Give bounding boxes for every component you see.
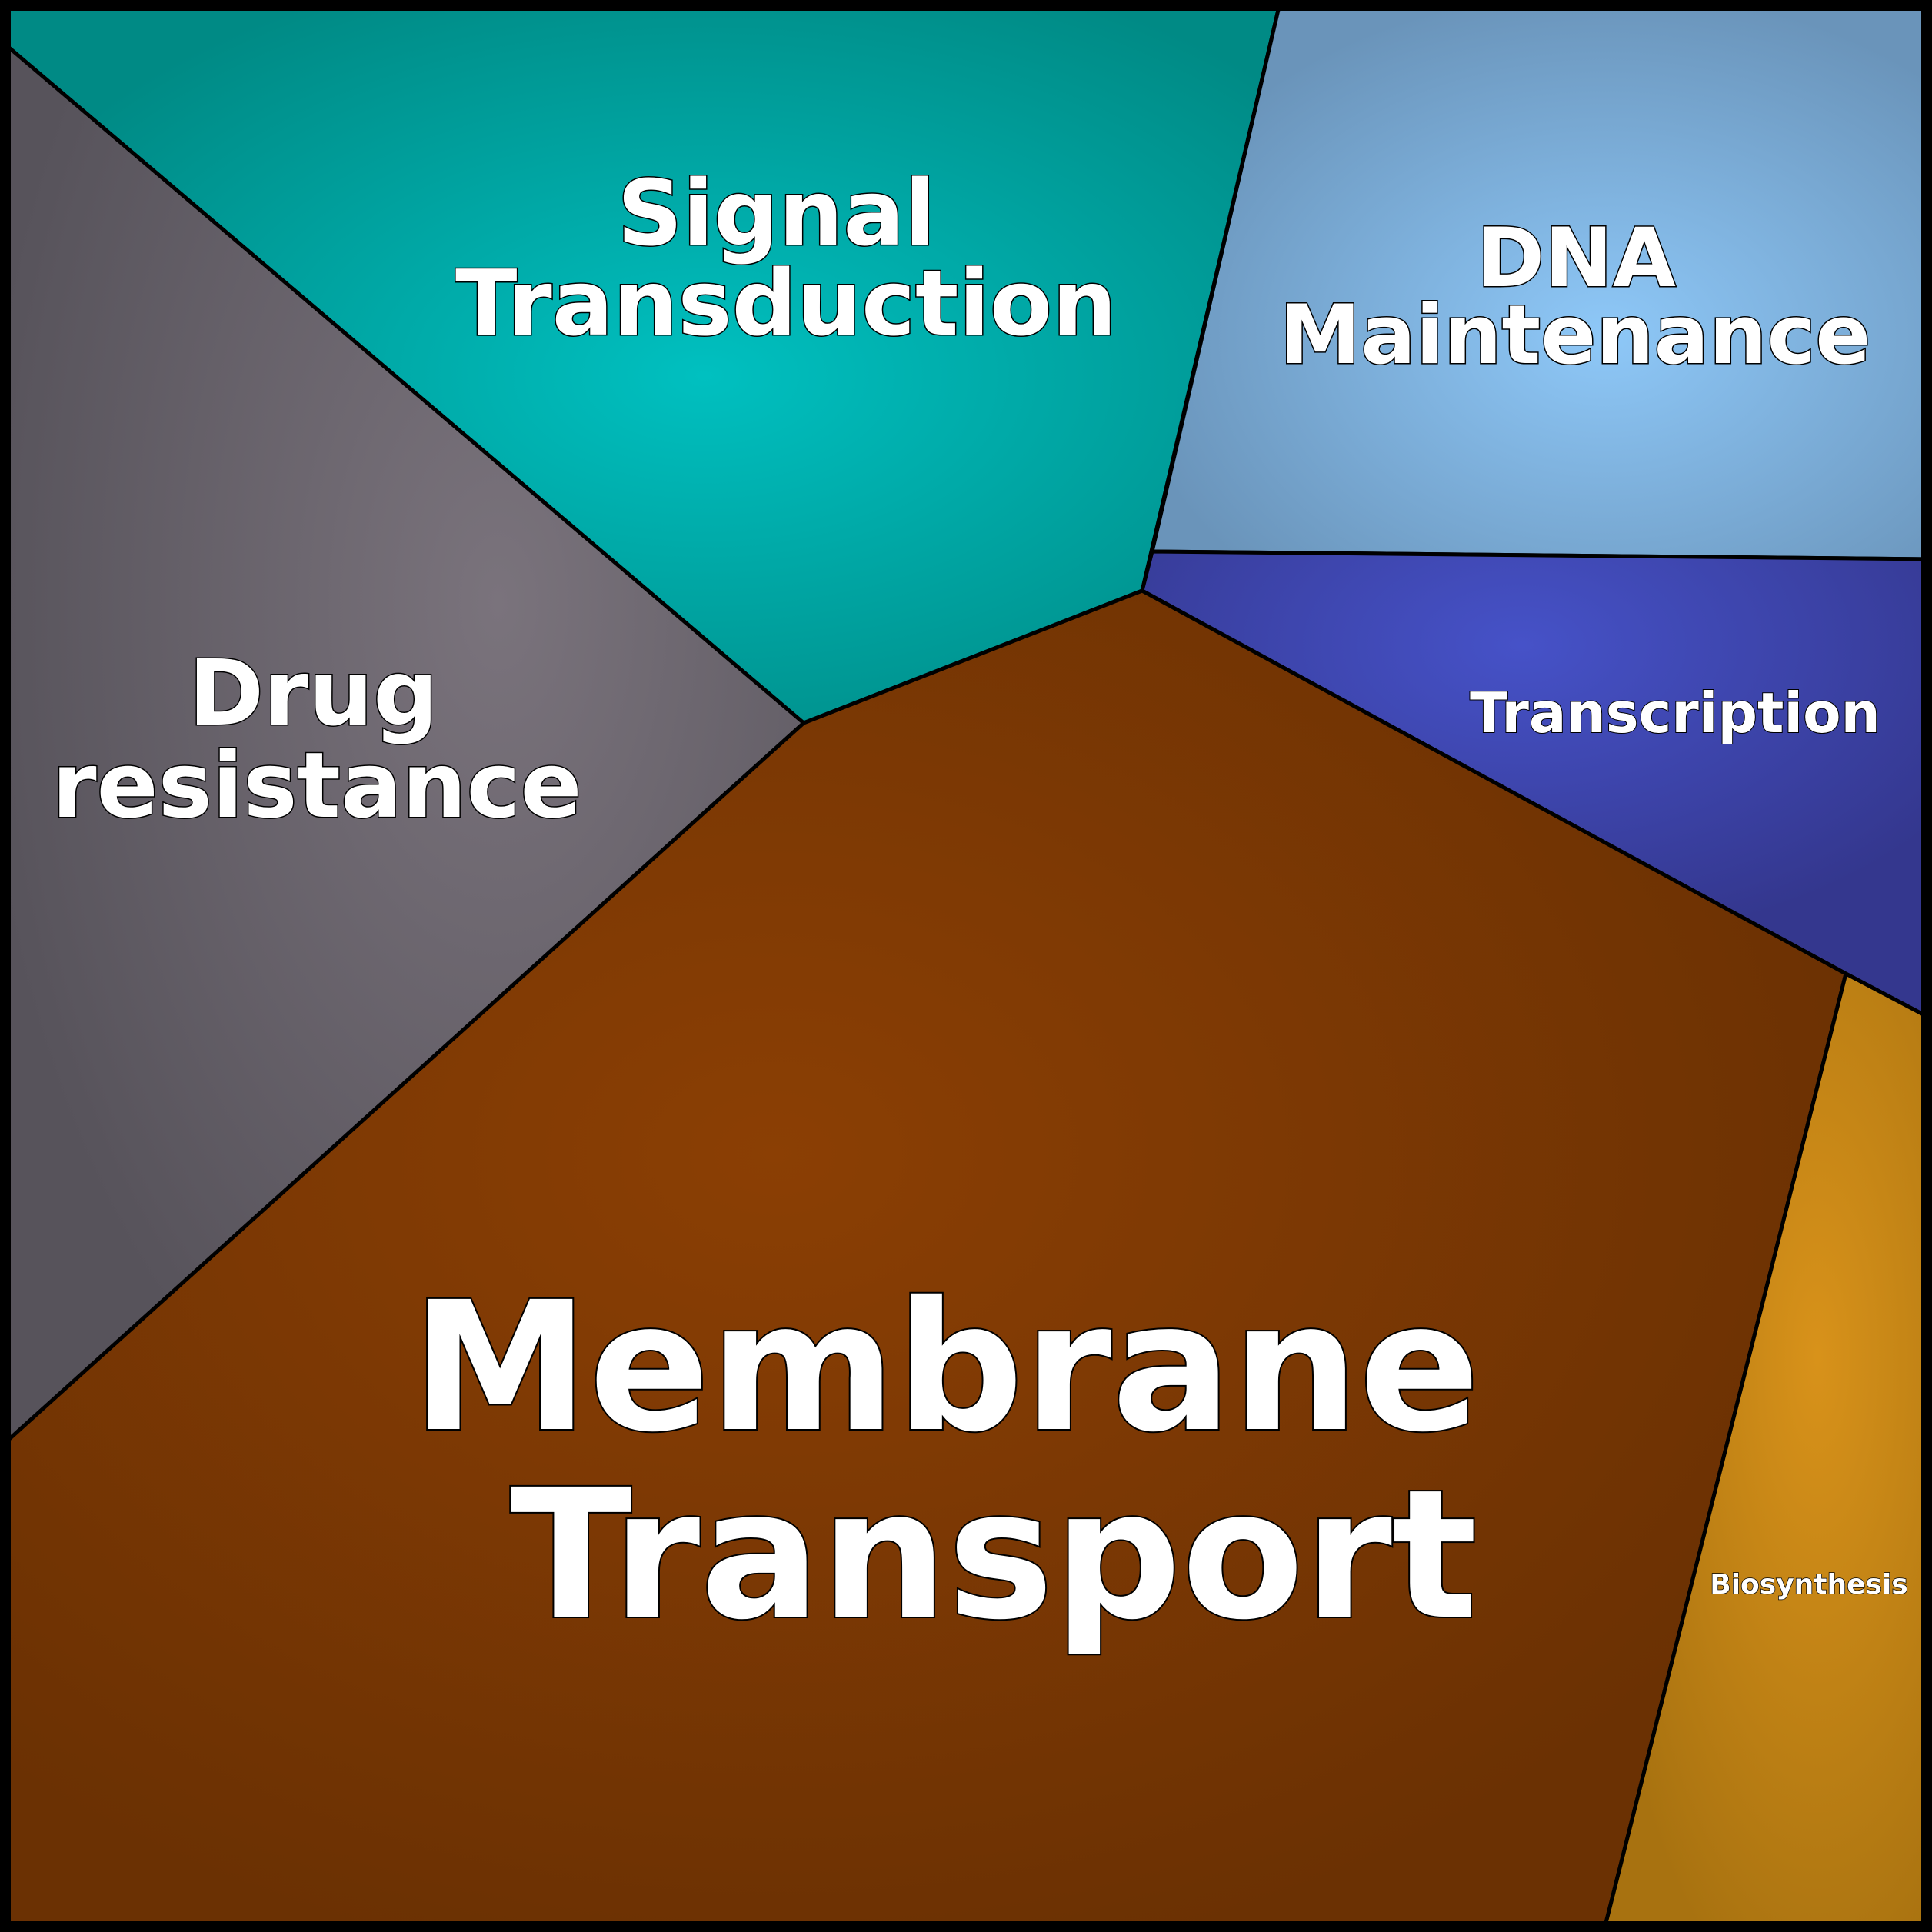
label-signal-transduction: Signal Transduction [455, 160, 1117, 356]
cell-biosynthesis [1601, 971, 1932, 1932]
label-transcription: Transcription [1470, 681, 1880, 745]
cell-dna-maintenance [1150, 0, 1932, 561]
label-drug-resistance: Drug resistance [52, 640, 581, 838]
cell-membrane-transport [0, 588, 1848, 1932]
label-biosynthesis: Biosynthesis [1710, 1569, 1907, 1601]
label-membrane-transport: Membrane Transport [411, 1264, 1542, 1659]
label-dna-maintenance: DNA Maintenance [1280, 211, 1871, 382]
